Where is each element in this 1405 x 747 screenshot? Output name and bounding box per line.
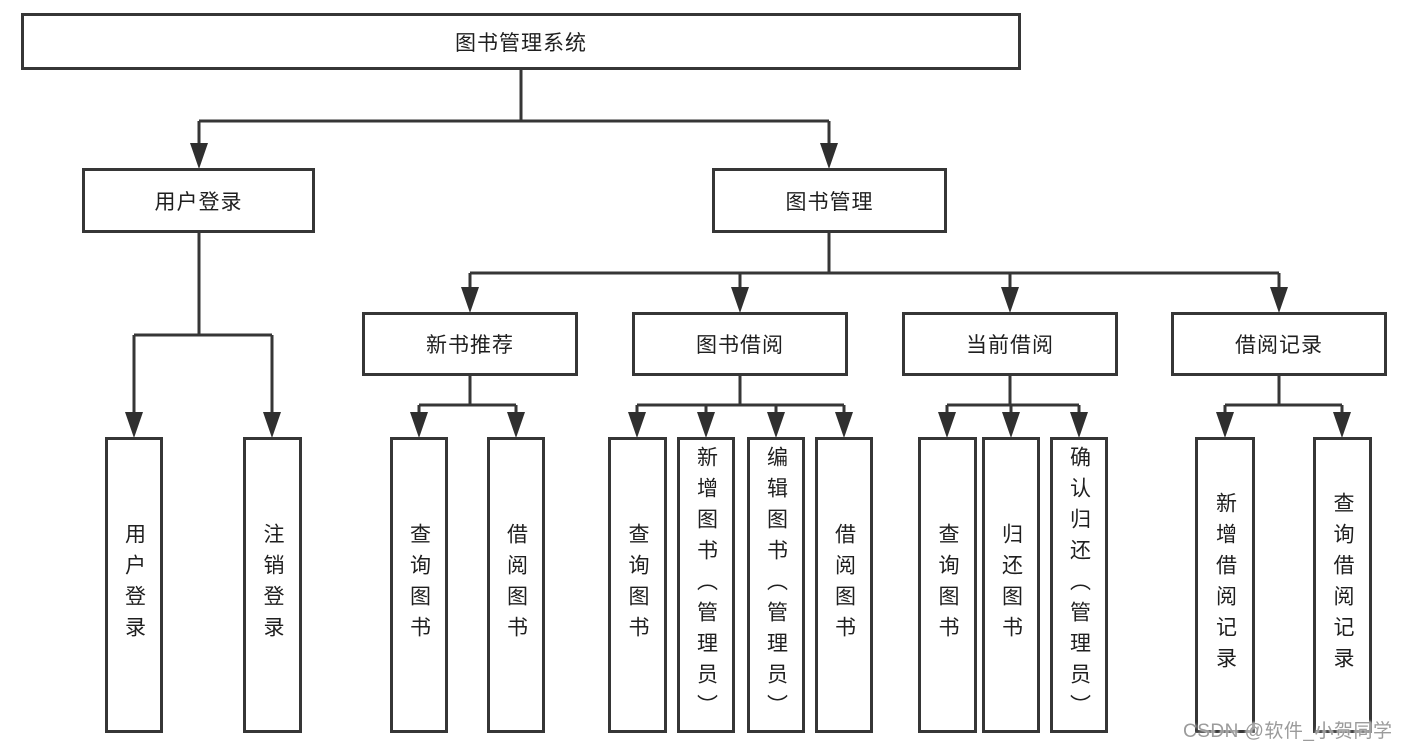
- node-new-book-rec-label: 新书推荐: [426, 334, 514, 357]
- node-leaf-cb-query-books: 查询图书: [918, 437, 977, 733]
- watermark-text: CSDN @软件_小贺同学: [1183, 721, 1393, 742]
- node-borrow-record: 借阅记录: [1171, 312, 1387, 376]
- connector-root-split: [197, 67, 831, 146]
- node-leaf-br-add-record: 新增借阅记录: [1195, 437, 1255, 733]
- node-book-mgmt-label: 图书管理: [785, 190, 874, 214]
- node-leaf-cb-confirm-return-label: 确认归还（管理员）: [1067, 445, 1091, 725]
- node-user-login-label: 用户登录: [154, 190, 243, 214]
- node-leaf-br-add-record-label: 新增借阅记录: [1213, 492, 1237, 678]
- node-leaf-br-query-record: 查询借阅记录: [1313, 437, 1372, 733]
- node-leaf-user-login: 用户登录: [105, 437, 163, 733]
- node-leaf-cb-query-books-label: 查询图书: [936, 523, 959, 647]
- connector-book-mgmt-split: [468, 233, 1281, 288]
- node-book-borrow-label: 图书借阅: [696, 334, 784, 357]
- node-current-borrow: 当前借阅: [902, 312, 1118, 376]
- arrowheads-level3: [461, 287, 1288, 313]
- connector-level3-splits: [417, 376, 1344, 414]
- node-leaf-rec-borrow-books-label: 借阅图书: [504, 523, 528, 647]
- node-root-label: 图书管理系统: [455, 31, 587, 55]
- node-leaf-cb-confirm-return: 确认归还（管理员）: [1050, 437, 1108, 733]
- node-leaf-logout-label: 注销登录: [261, 523, 284, 647]
- node-leaf-rec-borrow-books: 借阅图书: [487, 437, 545, 733]
- node-leaf-bb-add-books: 新增图书（管理员）: [677, 437, 735, 733]
- node-leaf-logout: 注销登录: [243, 437, 302, 733]
- node-leaf-bb-edit-books-label: 编辑图书（管理员）: [764, 445, 788, 725]
- node-new-book-rec: 新书推荐: [362, 312, 578, 376]
- node-leaf-cb-return-books-label: 归还图书: [999, 523, 1023, 647]
- node-root: 图书管理系统: [21, 13, 1021, 70]
- node-book-mgmt: 图书管理: [712, 168, 947, 233]
- node-leaf-user-login-label: 用户登录: [122, 523, 146, 647]
- node-borrow-record-label: 借阅记录: [1235, 334, 1323, 357]
- arrowheads-leaves: [125, 412, 1351, 438]
- node-leaf-bb-borrow-books: 借阅图书: [815, 437, 873, 733]
- node-current-borrow-label: 当前借阅: [966, 334, 1054, 357]
- node-leaf-bb-add-books-label: 新增图书（管理员）: [694, 445, 718, 725]
- node-user-login: 用户登录: [82, 168, 315, 233]
- connector-user-login-split: [132, 233, 274, 414]
- node-leaf-cb-return-books: 归还图书: [982, 437, 1040, 733]
- node-leaf-bb-query-books-label: 查询图书: [626, 523, 649, 647]
- node-leaf-bb-query-books: 查询图书: [608, 437, 667, 733]
- node-leaf-rec-query-books-label: 查询图书: [407, 523, 431, 647]
- node-leaf-br-query-record-label: 查询借阅记录: [1331, 492, 1354, 678]
- node-leaf-bb-edit-books: 编辑图书（管理员）: [747, 437, 805, 733]
- node-leaf-rec-query-books: 查询图书: [390, 437, 448, 733]
- arrowheads-level2: [190, 143, 838, 169]
- node-leaf-bb-borrow-books-label: 借阅图书: [832, 523, 856, 647]
- node-book-borrow: 图书借阅: [632, 312, 848, 376]
